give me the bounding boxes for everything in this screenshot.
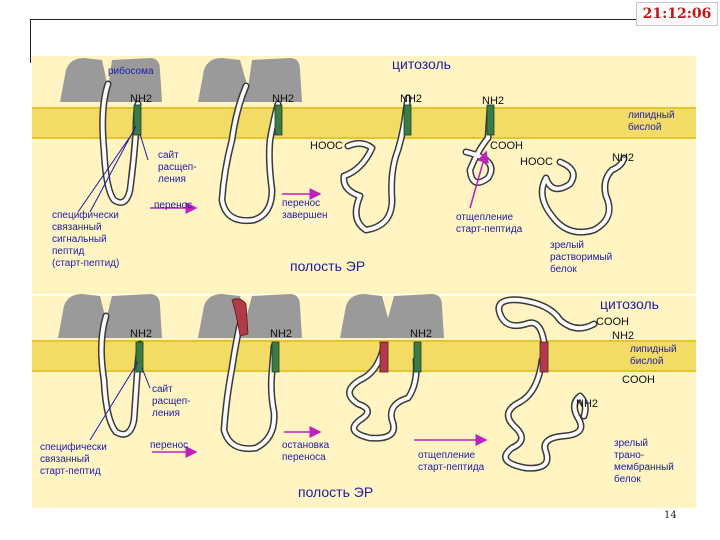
bottom-arrows bbox=[152, 426, 488, 458]
arrow-cleavage-top bbox=[469, 150, 489, 209]
signal-segment-1 bbox=[133, 104, 142, 136]
cleavage-label-bottom: отщепление старт-пептида bbox=[418, 450, 485, 473]
er-lumen-label-top: полость ЭР bbox=[290, 258, 366, 274]
stop-segment-3 bbox=[539, 341, 549, 373]
ribosome-label: рибосома bbox=[108, 66, 154, 77]
ribosome-2 bbox=[198, 58, 302, 102]
ribosome-4 bbox=[198, 294, 302, 338]
nh2-label-4: NH2 bbox=[482, 95, 505, 107]
frame-left-line bbox=[30, 19, 31, 63]
hooc-label-3: HOOC bbox=[520, 156, 553, 168]
lipid-bilayer-label-bottom: липидный бислой bbox=[630, 344, 677, 367]
translocation-label-bottom: перенос bbox=[150, 440, 189, 451]
top-arrows bbox=[150, 150, 489, 214]
stop-segment-2 bbox=[379, 341, 389, 373]
nh2-label-3: NH2 bbox=[400, 93, 423, 105]
signal-segment-7 bbox=[413, 341, 422, 373]
clock: 21:12:06 bbox=[636, 2, 718, 26]
cytosol-label-bottom: цитозоль bbox=[600, 296, 659, 312]
signal-segment-4 bbox=[486, 104, 495, 136]
translocation-label-top: перенос bbox=[154, 200, 193, 211]
mature-soluble-label: зрелый растворимый белок bbox=[550, 240, 613, 275]
signal-segment-3 bbox=[403, 104, 412, 136]
cytosol-label-top: цитозоль bbox=[392, 56, 451, 72]
ribosome-5 bbox=[340, 294, 444, 338]
nh2-label-b3: NH2 bbox=[410, 328, 433, 340]
top-signal-segments bbox=[133, 104, 495, 136]
signal-segment-5 bbox=[135, 341, 144, 373]
nh2-label-5: NH2 bbox=[612, 152, 635, 164]
bottom-chains bbox=[97, 296, 598, 472]
signal-segment-2 bbox=[274, 104, 283, 136]
frame-top-line bbox=[30, 19, 636, 20]
stop-transfer-segments bbox=[231, 298, 549, 373]
nh2-top-label: NH2 bbox=[612, 330, 635, 342]
nh2-lumen-label: NH2 bbox=[576, 398, 599, 410]
page-number: 14 bbox=[664, 510, 677, 521]
cooh-side-label: COOH bbox=[622, 374, 655, 386]
start-peptide-label: специфически связанный старт-пептид bbox=[40, 442, 107, 477]
cooh-label-2: COOH bbox=[490, 140, 523, 152]
mature-membrane-label: зрелый трано- мембранный белок bbox=[614, 438, 674, 485]
nh2-label-1: NH2 bbox=[130, 93, 153, 105]
er-lumen-label-bottom: полость ЭР bbox=[298, 484, 374, 500]
top-pointer-lines bbox=[77, 125, 149, 213]
bottom-pointer-lines bbox=[89, 361, 151, 441]
lipid-bilayer-label-top: липидный бислой bbox=[628, 110, 675, 133]
ribosome-1 bbox=[60, 58, 162, 102]
nh2-label-b1: NH2 bbox=[130, 328, 153, 340]
hooc-label-1: HOOC bbox=[310, 140, 343, 152]
top-ribosomes bbox=[60, 58, 302, 102]
stop-segment-ribosome bbox=[231, 298, 249, 337]
cleavage-label-top: отщепление старт-пептида bbox=[456, 212, 523, 235]
bottom-signal-segments bbox=[135, 341, 422, 373]
cleavage-site-label-bottom: сайт расщеп- ления bbox=[152, 384, 191, 419]
nh2-label-b2: NH2 bbox=[270, 328, 293, 340]
cleavage-site-label-top: сайт расщеп- ления bbox=[158, 150, 197, 185]
signal-segment-6 bbox=[271, 341, 280, 373]
ribosome-3 bbox=[58, 294, 162, 338]
bottom-ribosomes bbox=[58, 294, 444, 338]
chain-3 bbox=[340, 94, 412, 234]
stop-transfer-label: остановка переноса bbox=[282, 440, 330, 463]
top-membrane bbox=[32, 107, 696, 139]
translocation-done-label: перенос завершен bbox=[282, 198, 328, 221]
signal-peptide-label: специфически связанный сигнальный пептид… bbox=[52, 210, 120, 269]
cooh-top-label: COOH bbox=[596, 316, 629, 328]
nh2-label-2: NH2 bbox=[272, 93, 295, 105]
